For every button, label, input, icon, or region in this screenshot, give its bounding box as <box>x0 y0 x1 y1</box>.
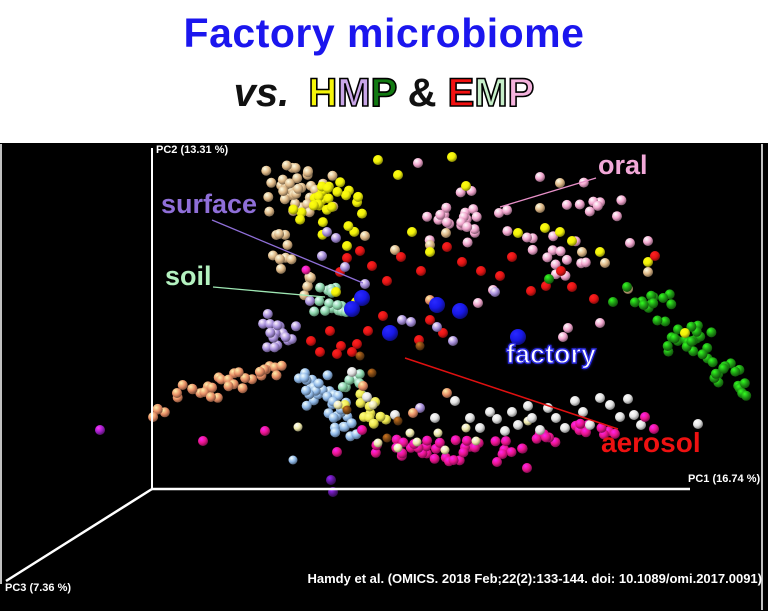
points-light-blue-single <box>288 455 298 465</box>
label-surface: surface <box>161 189 258 219</box>
label-aerosol: aerosol <box>601 427 701 458</box>
subtitle-letter: & <box>396 71 448 115</box>
subtitle-letter: M <box>474 70 509 116</box>
points-white-silver <box>347 367 703 436</box>
label-oral: oral <box>598 150 648 180</box>
pc3-axis-label: PC3 (7.36 %) <box>5 582 72 594</box>
subtitle-letter: H <box>308 70 338 116</box>
page-title: Factory microbiome <box>183 10 585 56</box>
pca-3d-plot: Hamdy et al. (OMICS. 2018 Feb;22(2):133-… <box>0 143 768 611</box>
label-soil: soil <box>165 261 212 291</box>
points-surface-lavender <box>305 227 500 413</box>
subtitle-letter: P <box>507 70 535 116</box>
points-brown <box>342 341 425 443</box>
points-purple-outlier <box>95 425 105 435</box>
points-deep-pink <box>198 412 659 473</box>
subtitle-letter: P <box>370 70 398 116</box>
scatter-plot-svg <box>0 144 763 610</box>
points-hot-pink-outlier <box>301 265 311 275</box>
subtitle-letter: E <box>447 70 475 116</box>
points-pale-khaki <box>293 400 533 455</box>
citation-text: Hamdy et al. (OMICS. 2018 Feb;22(2):133-… <box>307 571 763 586</box>
subtitle-letter: M <box>336 70 371 116</box>
cluster-points <box>148 160 752 467</box>
points-soil-dark-green <box>544 274 632 307</box>
points-factory-blue <box>344 290 526 345</box>
pc2-axis-label: PC2 (13.31 %) <box>156 144 229 156</box>
subtitle: vs. HMP & EMP <box>0 70 768 116</box>
subtitle-letters: HMP & EMP <box>308 70 536 116</box>
points-aerosol-red <box>306 242 660 359</box>
pc1-axis-label: PC1 (16.74 %) <box>688 473 761 485</box>
points-dark-purple-outlier <box>326 475 338 497</box>
label-factory: factory <box>505 339 597 369</box>
subtitle-vs-text: vs. <box>233 71 301 115</box>
axes-and-leader-lines <box>0 144 763 610</box>
